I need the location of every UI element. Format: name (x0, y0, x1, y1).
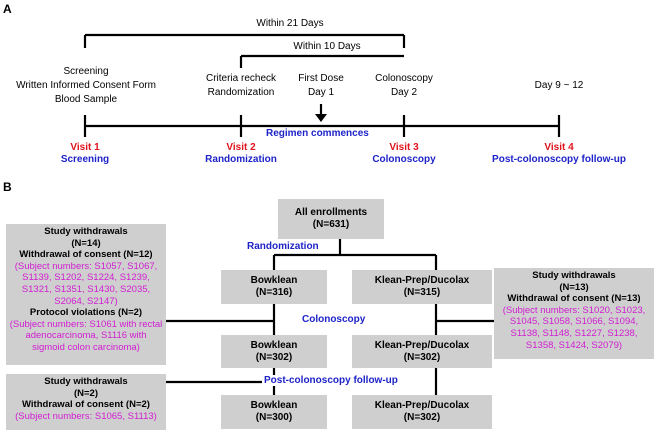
right-withdrawals-box: Study withdrawals (N=13) Withdrawal of c… (494, 268, 654, 359)
within-21-days-label: Within 21 Days (256, 18, 324, 29)
arm-count: (N=302) (403, 351, 441, 363)
arm-name: Klean-Prep/Ducolax (374, 275, 470, 286)
visit-name: Screening (60, 154, 110, 165)
visit-name: Colonoscopy (372, 154, 436, 165)
criteria-description: Criteria recheck Randomization (186, 72, 296, 100)
arm-name: Klean-Prep/Ducolax (374, 400, 470, 411)
followup-stage-label: Post-colonoscopy follow-up (262, 375, 400, 386)
arm-name: Klean-Prep/Ducolax (374, 339, 470, 351)
bowklean-followup-box: Bowklean (N=300) (221, 395, 327, 429)
consent-withdrawal: Withdrawal of consent (N=13) (507, 293, 641, 305)
withdraw-title: Study withdrawals (532, 270, 616, 281)
withdraw-count: (N=14) (71, 237, 101, 249)
randomization-line: Randomization (207, 87, 275, 98)
criteria-recheck-line: Criteria recheck (205, 73, 277, 84)
visit-number: Visit 1 (70, 142, 100, 153)
panel-b-label: B (3, 180, 12, 194)
arm-count: (N=315) (403, 287, 441, 298)
first-dose-line: First Dose (298, 73, 344, 84)
visit-name: Randomization (205, 154, 277, 165)
consent-subjects: (Subject numbers: S1020, S1023, S1045, S… (502, 304, 646, 351)
visit-name: Post-colonoscopy follow-up (492, 154, 626, 165)
consent-subjects: (Subject numbers: S1065, S1113) (15, 410, 157, 422)
arm-name: Bowklean (250, 400, 298, 411)
all-enrollments-box: All enrollments (N=631) (278, 199, 384, 239)
bowklean-randomized-box: Bowklean (N=316) (221, 270, 327, 304)
first-dose-description: First Dose Day 1 (286, 72, 356, 100)
arm-count: (N=316) (255, 287, 293, 298)
protocol-subjects: (Subject numbers: S1061 with rectal aden… (9, 318, 163, 353)
klean-colonoscopy-box: Klean-Prep/Ducolax (N=302) (352, 335, 492, 368)
blood-sample-line: Blood Sample (54, 94, 118, 105)
panel-a-label: A (3, 2, 12, 16)
withdraw-count: (N=2) (73, 387, 99, 399)
visit-number: Visit 2 (226, 142, 256, 153)
left-withdrawals-box-2: Study withdrawals (N=2) Withdrawal of co… (6, 374, 166, 430)
colonoscopy-description: Colonoscopy Day 2 (364, 72, 444, 100)
colonoscopy-line: Colonoscopy (375, 73, 433, 84)
consent-withdrawal: Withdrawal of consent (N=2) (22, 399, 150, 411)
consent-subjects: (Subject numbers: S1057, S1067, S1139, S… (14, 260, 158, 307)
visit-3-label: Visit 3 Colonoscopy (359, 142, 449, 166)
withdraw-title: Study withdrawals (44, 376, 128, 387)
arrow-head-icon (315, 114, 327, 122)
arm-count: (N=300) (255, 412, 293, 423)
day-range-label: Day 9 ~ 12 (534, 80, 584, 91)
klean-followup-box: Klean-Prep/Ducolax (N=302) (352, 395, 492, 429)
arm-count: (N=302) (255, 351, 293, 363)
left-withdrawals-box-1: Study withdrawals (N=14) Withdrawal of c… (6, 224, 166, 365)
enroll-count: (N=631) (312, 219, 350, 230)
colonoscopy-stage-label: Colonoscopy (300, 314, 368, 325)
consent-form-line: Written Informed Consent Form (16, 80, 156, 91)
arm-name: Bowklean (250, 275, 298, 286)
consent-withdrawal: Withdrawal of consent (N=12) (19, 249, 153, 261)
bowklean-colonoscopy-box: Bowklean (N=302) (221, 335, 327, 368)
day-2-line: Day 2 (390, 87, 418, 98)
screening-description: Screening Written Informed Consent Form … (0, 65, 172, 107)
visit-2-label: Visit 2 Randomization (191, 142, 291, 166)
regimen-commences-label: Regimen commences (264, 128, 371, 139)
enroll-title: All enrollments (294, 207, 368, 218)
randomization-stage-label: Randomization (245, 241, 321, 252)
day-1-line: Day 1 (307, 87, 335, 98)
protocol-violations: Protocol violations (N=2) (29, 307, 143, 319)
visit-number: Visit 4 (544, 142, 574, 153)
withdraw-count: (N=13) (559, 281, 589, 293)
klean-randomized-box: Klean-Prep/Ducolax (N=315) (352, 270, 492, 304)
within-10-days-label: Within 10 Days (293, 41, 361, 52)
arm-count: (N=302) (403, 412, 441, 423)
withdraw-title: Study withdrawals (44, 226, 128, 237)
visit-4-label: Visit 4 Post-colonoscopy follow-up (474, 142, 644, 166)
arm-name: Bowklean (250, 339, 298, 351)
visit-1-label: Visit 1 Screening (40, 142, 130, 166)
screening-line: Screening (63, 66, 109, 77)
visit-number: Visit 3 (389, 142, 419, 153)
